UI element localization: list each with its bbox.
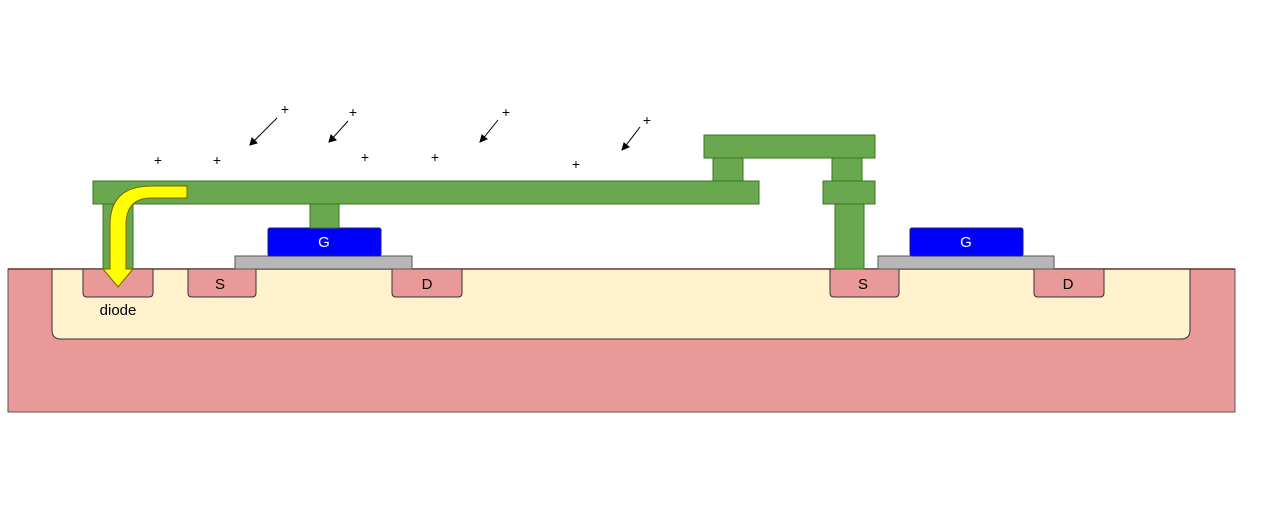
gate-left-label: G (318, 234, 330, 251)
gate-right-label: G (960, 234, 972, 251)
metal-via-source-right (834, 203, 865, 270)
charge-plus: + (213, 152, 221, 168)
ion-arrow (328, 120, 349, 143)
charge-plus: + (281, 101, 289, 117)
metal-via-gate (309, 203, 340, 229)
metal1-stub-right (822, 180, 876, 205)
metal1-antenna-wire (92, 180, 760, 205)
charge-plus: + (572, 156, 580, 172)
ion-arrow (249, 117, 278, 146)
source-left-diffusion (187, 268, 257, 298)
charge-plus: + (502, 104, 510, 120)
gate-right (909, 227, 1024, 257)
drain-right-diffusion (1033, 268, 1105, 298)
ion-arrow (479, 119, 499, 143)
n-well (51, 268, 1191, 340)
source-right-label: S (858, 276, 868, 293)
diode-label: diode (100, 302, 137, 319)
gate-oxide-right (877, 255, 1055, 270)
plasma-charges: + + + + + + + + + (154, 101, 651, 172)
ion-arrow (621, 126, 641, 151)
drain-right-label: D (1063, 276, 1074, 293)
source-left-label: S (215, 276, 225, 293)
charge-plus: + (643, 112, 651, 128)
source-right-diffusion (829, 268, 900, 298)
metal2-bridge (703, 134, 876, 159)
gate-oxide-left (234, 255, 413, 270)
metal-via-right-up (831, 157, 863, 182)
ion-arrows (249, 117, 641, 151)
metal-via-left-up (712, 157, 744, 182)
charge-plus: + (154, 152, 162, 168)
charge-plus: + (431, 149, 439, 165)
drain-left-diffusion (391, 268, 463, 298)
drain-left-label: D (422, 276, 433, 293)
charge-plus: + (361, 149, 369, 165)
discharge-arrow (101, 185, 188, 288)
charge-plus: + (349, 104, 357, 120)
